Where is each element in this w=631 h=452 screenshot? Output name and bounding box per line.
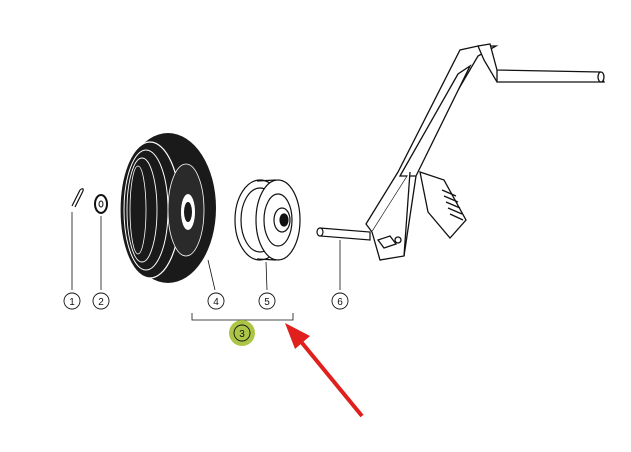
callout-3-label: 3 xyxy=(239,329,245,340)
callout-1-label: 1 xyxy=(69,297,75,308)
bracket-arm-part xyxy=(365,43,605,261)
rim-part xyxy=(234,179,301,291)
callout-4: 4 xyxy=(207,292,225,310)
callout-6-label: 6 xyxy=(337,297,343,308)
callout-3: 3 xyxy=(229,320,255,346)
callout-2-label: 2 xyxy=(98,297,104,308)
red-arrow-annotation xyxy=(285,323,364,418)
callout-2: 2 xyxy=(92,292,110,310)
washer-part xyxy=(94,194,108,290)
callout-3-highlight xyxy=(229,320,255,346)
callout-1: 1 xyxy=(63,292,81,310)
callout-5-label: 5 xyxy=(264,297,270,308)
tire-part xyxy=(119,133,216,291)
group-bracket xyxy=(191,313,294,321)
callout-5: 5 xyxy=(258,292,276,310)
axle-part xyxy=(316,227,371,290)
callout-4-label: 4 xyxy=(213,297,219,308)
cotter-pin-part xyxy=(71,188,84,290)
callout-6: 6 xyxy=(331,292,349,310)
